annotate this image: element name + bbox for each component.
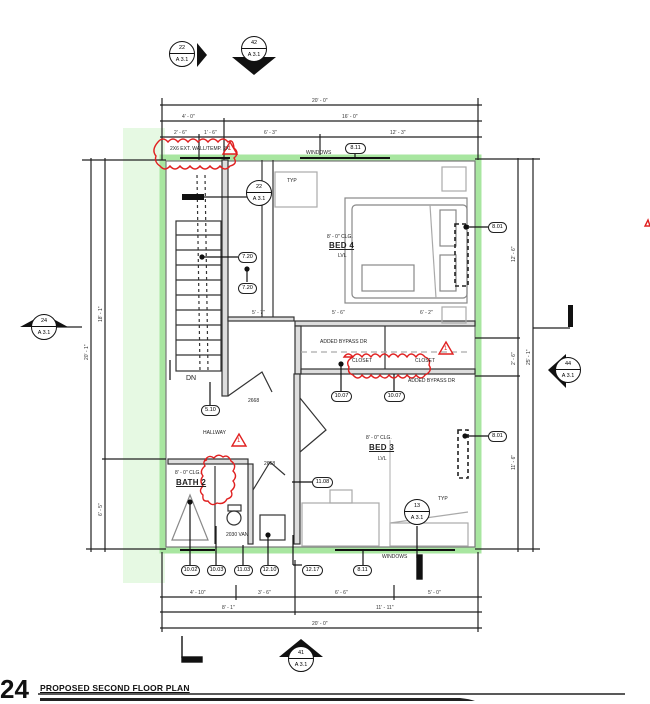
dim-right-middle: 2' - 6" (511, 352, 517, 365)
revision-delta-2: 1 (444, 346, 448, 352)
dim-top-row2-a: 4' - 0" (182, 114, 195, 120)
dim-bottom-row1-c: 6' - 6" (335, 590, 348, 596)
bath-ceiling: 8' - 0" CLG. (175, 470, 201, 476)
note-vanity: 2030 VAN (226, 532, 249, 538)
note-dn: DN (186, 375, 197, 382)
dim-top-overall: 20' - 0" (312, 98, 328, 104)
bottom-dimensions (160, 552, 482, 632)
note-closet-bottom: ADDED BYPASS DR (408, 378, 456, 384)
bed3-finish: LVL (378, 456, 387, 462)
dim-right-lower: 11' - 6" (511, 454, 517, 470)
dim-bottom-row2-b: 11' - 11" (376, 605, 394, 611)
dim-top-row3-b: 1' - 6" (204, 130, 217, 136)
section-marker-24[interactable]: 24 A 3.1 (31, 314, 57, 340)
dim-top-row3-c: 6' - 3" (264, 130, 277, 136)
right-dimensions (475, 158, 573, 552)
top-dimensions (160, 98, 482, 160)
dim-bottom-overall: 20' - 0" (312, 621, 328, 627)
dim-left-upper: 18' - 1" (98, 306, 104, 322)
note-typ-1: TYP (287, 178, 297, 184)
keynote-tag-closet-1[interactable]: 10.07 (331, 391, 352, 402)
dim-bottom-row1-d: 5' - 0" (428, 590, 441, 596)
section-marker-22[interactable]: 22 A 3.1 (169, 41, 195, 67)
bed4-ceiling: 8' - 0" CLG. (327, 234, 353, 240)
keynote-tag-stair-1[interactable]: 7.20 (238, 252, 257, 263)
section-marker-13[interactable]: 13 A 3.1 (404, 499, 430, 525)
room-label-closet2: CLOSET (415, 358, 436, 364)
dim-interior-b: 5' - 6" (332, 310, 345, 316)
room-label-hallway: HALLWAY (203, 430, 226, 436)
dim-top-row3-a: 2' - 6" (174, 130, 187, 136)
dim-top-row2-b: 16' - 0" (342, 114, 358, 120)
note-ext-wall: 2X6 EXT. WALL/TEMP. 2X (170, 146, 230, 152)
keynote-tag-bottom-1[interactable]: 10.02 (181, 565, 200, 576)
section-marker-41[interactable]: 41 A 3.1 (288, 646, 314, 672)
drawing-title: PROPOSED SECOND FLOOR PLAN (40, 683, 190, 693)
keynote-tag-bed4-window[interactable]: 8.01 (488, 222, 507, 233)
note-closet-top: ADDED BYPASS DR (320, 339, 368, 345)
revision-delta-1: 1 (228, 146, 232, 152)
bed3-ceiling: 8' - 0" CLG. (366, 435, 392, 441)
keynote-tag-hallway[interactable]: 5.10 (201, 405, 220, 416)
keynote-tag-stair-2[interactable]: 7.20 (238, 283, 257, 294)
keynote-tag-bed3-window[interactable]: 8.01 (488, 431, 507, 442)
dim-left-overall: 20' - 1" (84, 344, 90, 360)
note-windows-bottom: WINDOWS (382, 554, 408, 560)
bed4-finish: LVL (338, 253, 347, 259)
drawing-number: 24 (0, 674, 29, 704)
dim-interior-c: 6' - 2" (420, 310, 433, 316)
section-marker-42[interactable]: 42 A 3.1 (241, 36, 267, 62)
dim-top-row3-d: 12' - 3" (390, 130, 406, 136)
keynote-tag-bath-wall[interactable]: 11.08 (312, 477, 333, 488)
keynote-tag-bottom-5[interactable]: 12.17 (302, 565, 323, 576)
dim-bottom-row1-a: 4' - 10" (190, 590, 206, 596)
keynote-tag-bottom-3[interactable]: 11.03 (234, 565, 253, 576)
revision-clouds (153, 138, 650, 506)
keynote-tag-top[interactable]: 8.11 (345, 143, 366, 154)
dim-bottom-row1-b: 3' - 6" (258, 590, 271, 596)
keynote-tag-bottom-6[interactable]: 8.11 (353, 565, 372, 576)
room-label-bed4: BED 4 (329, 241, 355, 250)
keynote-tag-closet-2[interactable]: 10.07 (384, 391, 405, 402)
keynote-tag-bottom-4[interactable]: 12.10 (260, 565, 279, 576)
site-band (123, 128, 165, 583)
revision-delta-3: 1 (237, 438, 241, 444)
room-label-bath2: BATH 2 (176, 478, 207, 487)
keynote-tag-bottom-2[interactable]: 10.03 (207, 565, 226, 576)
room-label-bed3: BED 3 (369, 443, 395, 452)
room-label-closet1: CLOSET (352, 358, 373, 364)
note-typ-2: TYP (438, 496, 448, 502)
note-door-2668-a: 2668 (248, 398, 260, 404)
note-door-2668-b: 2668 (264, 461, 276, 467)
interior-walls (167, 157, 476, 551)
section-marker-44[interactable]: 44 A 3.1 (555, 357, 581, 383)
section-marker-22-interior[interactable]: 22 A 3.1 (246, 180, 272, 206)
dim-right-overall: 25' - 1" (526, 349, 532, 365)
dim-right-upper: 12' - 6" (511, 246, 517, 262)
left-dimensions (55, 158, 166, 552)
note-windows-top: WINDOWS (306, 150, 332, 156)
dim-interior-a: 5' - 7" (252, 310, 265, 316)
dim-bottom-row2-a: 8' - 1" (222, 605, 235, 611)
dim-left-lower: 6' - 5" (98, 503, 104, 516)
